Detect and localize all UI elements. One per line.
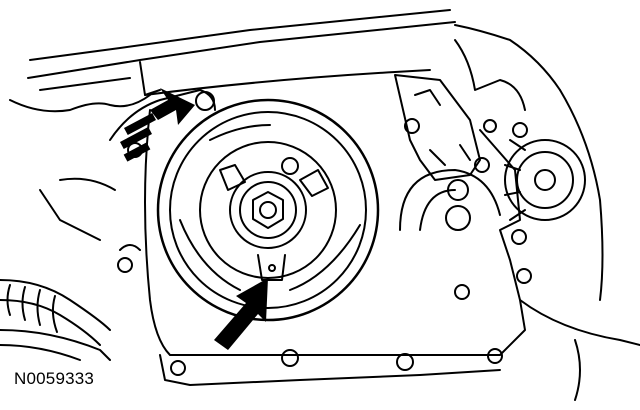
figure-id-label: N0059333: [14, 369, 95, 388]
cover-bolts: [117, 91, 532, 376]
locating-arrow-upper: [119, 88, 195, 162]
idler-pulley: [399, 169, 501, 231]
locating-arrow-lower: [214, 278, 268, 350]
timing-mark-notch: [257, 254, 286, 281]
upper-frame-lines: [9, 9, 456, 113]
right-housing: [454, 24, 640, 401]
crankshaft-damper: [156, 98, 380, 322]
front-cover-outline: [39, 89, 526, 386]
damper-slot-left: [219, 164, 246, 191]
drive-shaft-boot: [0, 279, 111, 361]
damper-slot-right: [299, 169, 329, 197]
tensioner-bracket: [394, 74, 481, 201]
